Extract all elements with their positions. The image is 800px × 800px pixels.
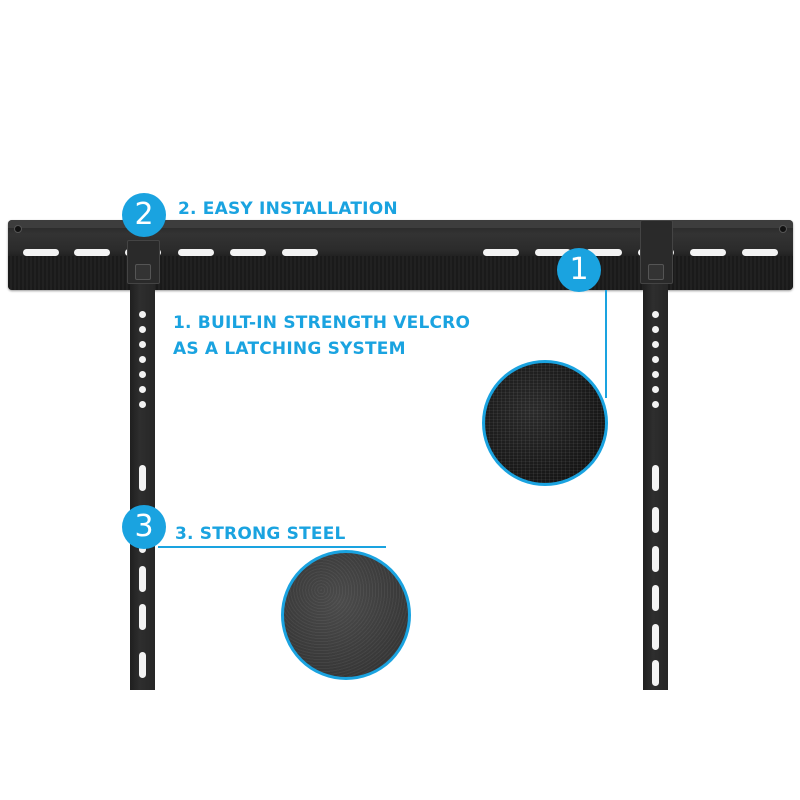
arm-hole [139,356,146,363]
rail-slot [282,249,318,256]
rail-slot [586,249,622,256]
arm-hole [652,326,659,333]
arm-hole [652,341,659,348]
rail-slot [230,249,266,256]
callout-2-badge-icon: 2 [122,193,166,237]
callout-3-leader-line [158,546,386,548]
steel-texture-icon [281,550,411,680]
arm-slot [139,465,146,491]
right-arm-latch [648,264,664,280]
arm-hole [652,386,659,393]
callout-1-label-line-2: AS A LATCHING SYSTEM [173,339,406,359]
callout-1-badge-icon: 1 [557,248,601,292]
arm-slot [139,566,146,592]
arm-slot [139,652,146,678]
rail-slot [535,249,571,256]
rail-slot [23,249,59,256]
rail-slot [742,249,778,256]
callout-1-label-line-1: 1. BUILT-IN STRENGTH VELCRO [173,313,471,333]
rail-slot [483,249,519,256]
rail-slot [690,249,726,256]
arm-hole [139,311,146,318]
rail-lip [8,220,793,228]
arm-hole [652,371,659,378]
screw-hole-left-icon [14,225,22,233]
arm-slot [139,604,146,630]
arm-hole [652,401,659,408]
screw-hole-right-icon [779,225,787,233]
rail-velcro-strip [8,256,793,290]
arm-hole [652,311,659,318]
callout-1-leader-line [605,290,607,398]
arm-slot [652,624,659,650]
arm-hole [139,401,146,408]
rail-slot [178,249,214,256]
arm-slot [652,507,659,533]
arm-hole [139,326,146,333]
arm-hole [139,341,146,348]
velcro-texture-icon [482,360,608,486]
left-arm-latch [135,264,151,280]
arm-hole [652,356,659,363]
mount-rail [8,220,793,290]
callout-3-badge-icon: 3 [122,505,166,549]
arm-slot [652,585,659,611]
arm-hole [139,371,146,378]
arm-hole [139,386,146,393]
callout-3-label: 3. STRONG STEEL [175,524,346,544]
rail-slot [74,249,110,256]
callout-2-label: 2. EASY INSTALLATION [178,199,398,219]
right-arm-hook [640,220,673,284]
arm-slot [652,465,659,491]
arm-slot [652,546,659,572]
arm-slot [652,660,659,686]
